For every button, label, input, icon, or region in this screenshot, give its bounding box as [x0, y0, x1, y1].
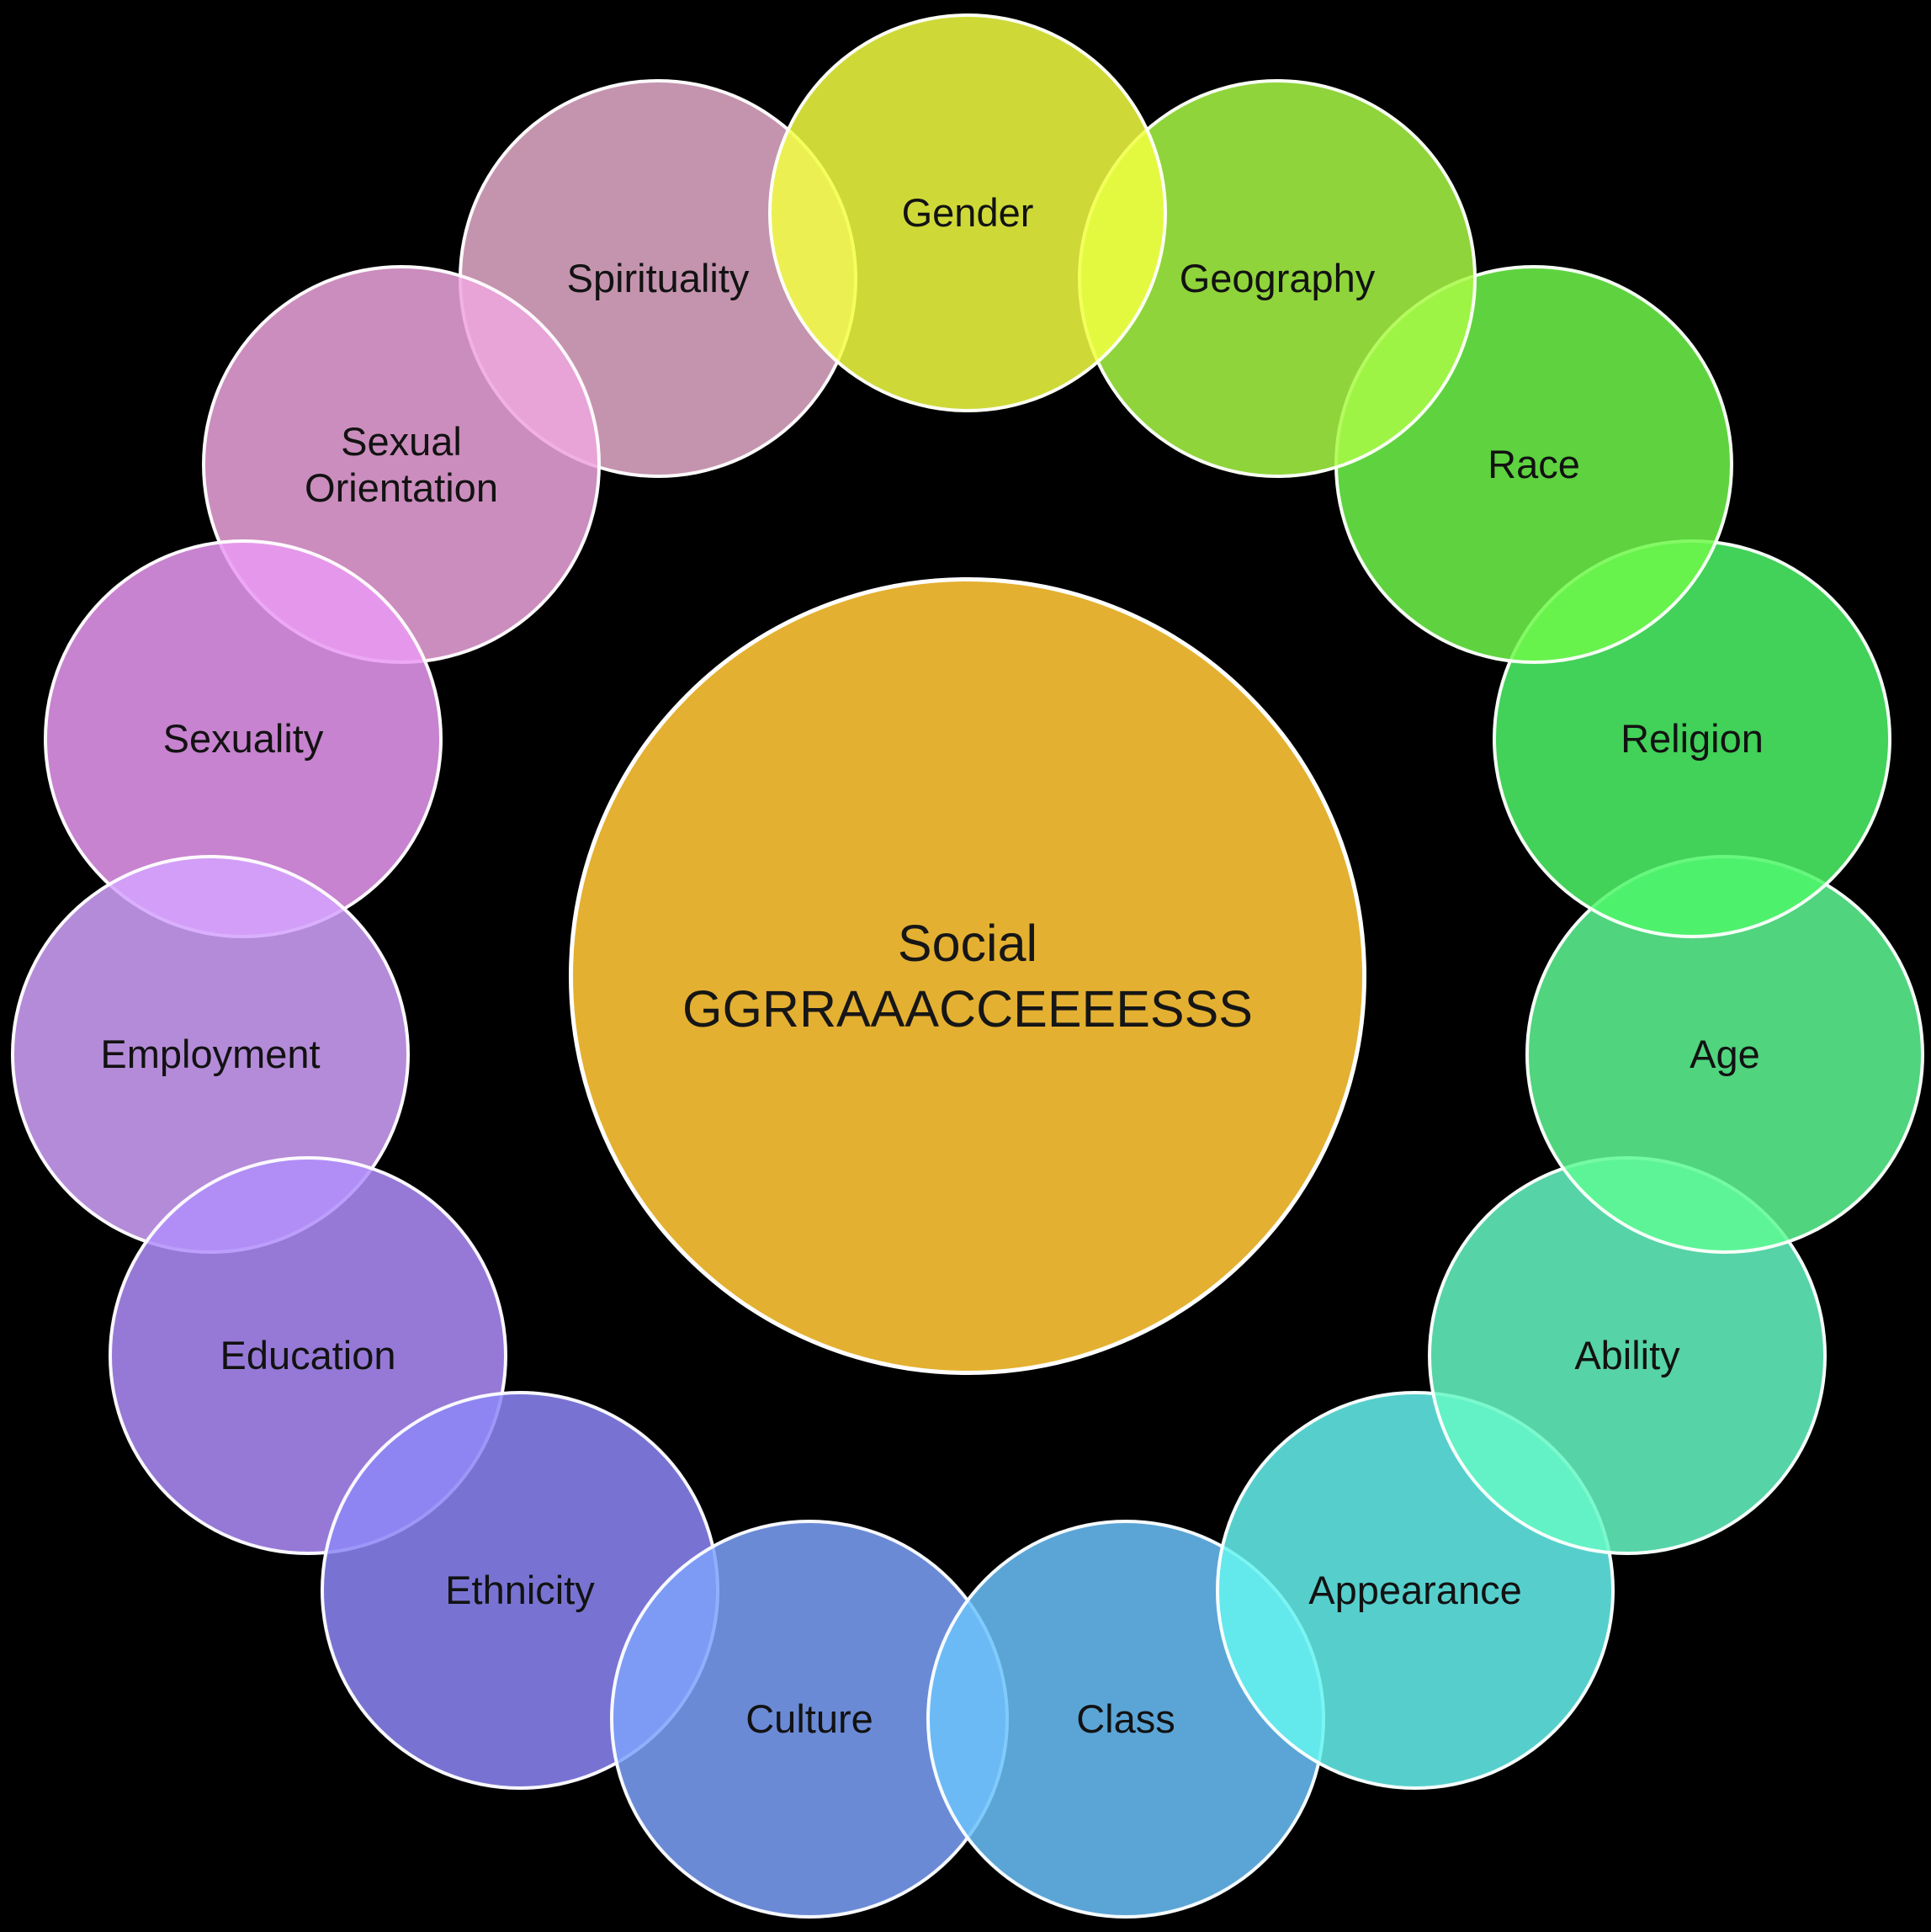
category-label-education: Education: [220, 1333, 396, 1378]
category-circle-ethnicity: Ethnicity: [321, 1391, 719, 1790]
center-title: Social GGRRAAACCEEEESSS: [682, 910, 1253, 1042]
category-label-ethnicity: Ethnicity: [445, 1568, 595, 1613]
category-label-culture: Culture: [745, 1696, 873, 1742]
center-title-line1: Social: [897, 914, 1038, 972]
category-label-age: Age: [1690, 1032, 1760, 1077]
category-label-race: Race: [1488, 442, 1580, 487]
category-label-employment: Employment: [100, 1032, 321, 1077]
category-label-religion: Religion: [1621, 716, 1764, 762]
category-circle-gender: Gender: [768, 13, 1167, 412]
category-label-gender: Gender: [901, 190, 1034, 236]
center-title-line2: GGRRAAACCEEEESSS: [682, 980, 1253, 1038]
category-circle-age: Age: [1525, 855, 1924, 1254]
category-label-geography: Geography: [1179, 256, 1376, 301]
category-circle-education: Education: [109, 1156, 507, 1555]
category-label-sexuality: Sexuality: [162, 716, 324, 762]
category-label-sexual-orientation: Sexual Orientation: [305, 418, 498, 510]
category-label-spirituality: Spirituality: [566, 256, 750, 301]
category-label-appearance: Appearance: [1308, 1568, 1522, 1613]
center-circle: Social GGRRAAACCEEEESSS: [569, 577, 1366, 1375]
category-label-ability: Ability: [1574, 1333, 1680, 1378]
category-label-class: Class: [1076, 1696, 1175, 1742]
